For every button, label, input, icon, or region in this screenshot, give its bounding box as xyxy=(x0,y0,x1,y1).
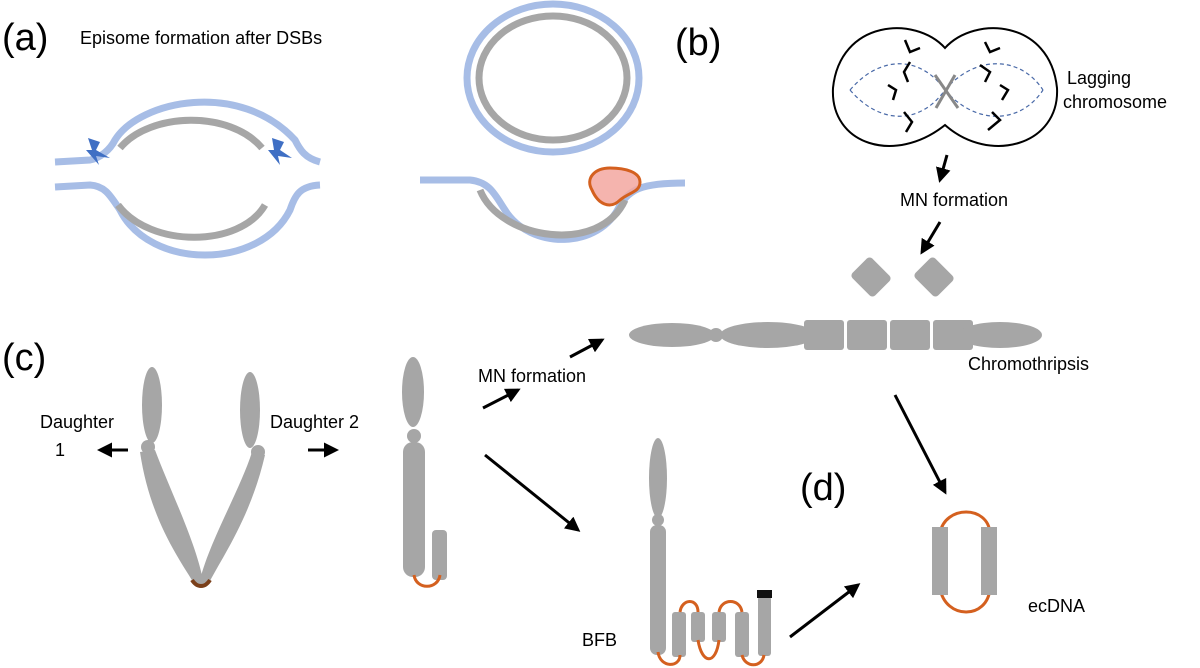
ecdna-label: ecDNA xyxy=(1028,596,1085,616)
panel-a-title: Episome formation after DSBs xyxy=(80,28,322,48)
repair-protein xyxy=(588,166,642,207)
arrow-icon xyxy=(893,394,947,495)
mn-formation-label-b: MN formation xyxy=(900,190,1008,210)
panel-a-label: (a) xyxy=(2,17,48,59)
arrow-icon xyxy=(482,388,521,410)
bfb-chromosome xyxy=(649,438,771,657)
chromothripsis-label: Chromothripsis xyxy=(968,354,1089,374)
lightning-bolt-icon xyxy=(268,138,292,165)
lagging-chromosome-label-line1: Lagging xyxy=(1067,68,1131,88)
lagging-chromosome xyxy=(933,74,960,109)
ecdna-circle xyxy=(932,510,997,614)
daughter1-label-line1: Daughter xyxy=(40,412,114,432)
daughter2-label: Daughter 2 xyxy=(270,412,359,432)
lightning-bolt-icon xyxy=(86,138,110,165)
daughter1-label-line2: 1 xyxy=(55,440,65,460)
dividing-cell xyxy=(831,27,1059,147)
chromothripsis-chromosome xyxy=(629,320,1042,350)
mitotic-chromosomes xyxy=(887,39,1010,133)
mn-formation-label-c: MN formation xyxy=(478,366,586,386)
fusion-junction xyxy=(190,578,212,588)
episome-circle xyxy=(463,0,643,156)
panel-c-label: (c) xyxy=(2,337,46,379)
arrow-icon xyxy=(569,338,605,359)
broken-chromosome xyxy=(402,357,447,580)
bfb-label: BFB xyxy=(582,630,617,650)
arrow-icon xyxy=(484,453,581,532)
arrow-icon xyxy=(789,583,861,639)
micronuclei xyxy=(851,257,954,297)
excised-dna-structure xyxy=(420,176,686,243)
panel-d-label: (d) xyxy=(800,467,846,509)
fusion-junction xyxy=(412,574,442,588)
bfb-fusion-loops xyxy=(656,600,766,667)
arrow-icon xyxy=(936,154,951,183)
arrow-icon xyxy=(920,221,942,255)
lagging-chromosome-label-line2: chromosome xyxy=(1063,92,1167,112)
dsb-dna-structure xyxy=(54,98,322,259)
dicentric-chromosome xyxy=(140,367,265,588)
panel-b-label: (b) xyxy=(675,22,721,64)
telomere-cap xyxy=(757,590,772,598)
